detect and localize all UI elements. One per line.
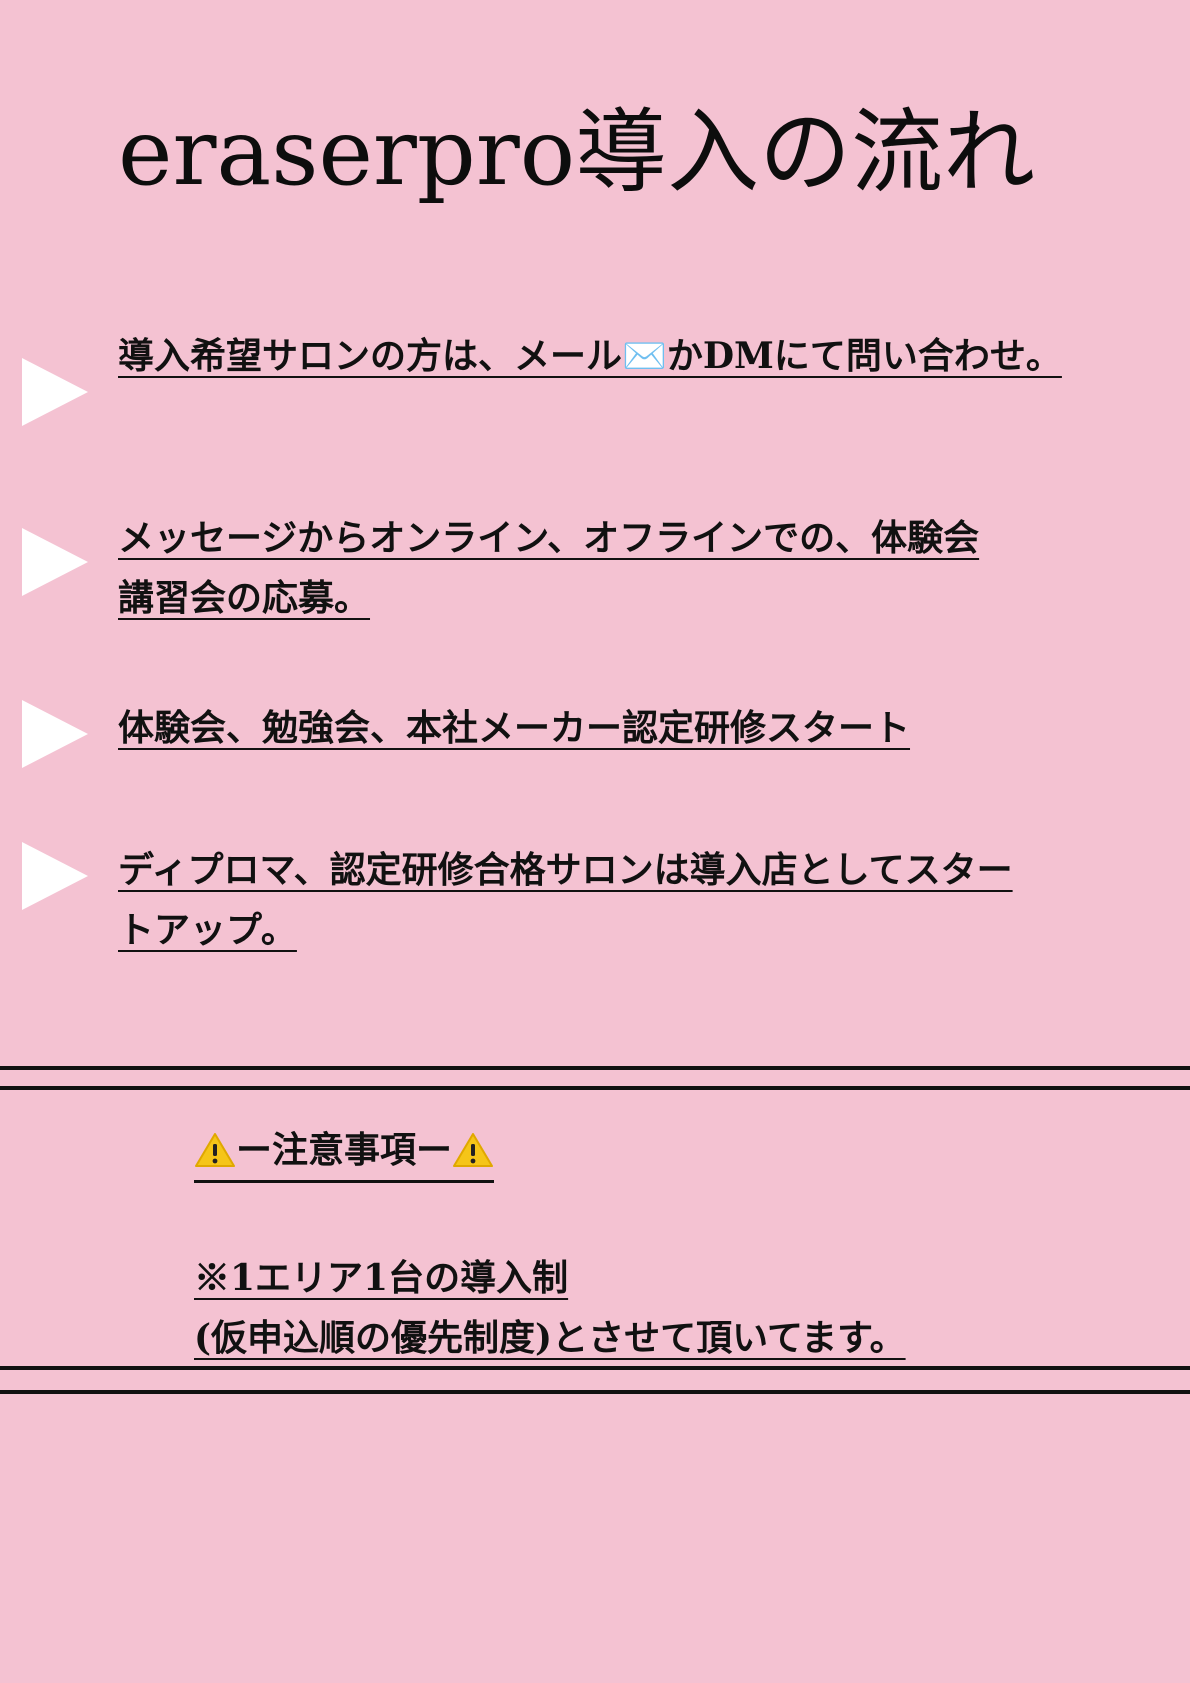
warning-icon xyxy=(452,1132,494,1168)
step-1-line-1: 導入希望サロンの方は、メール✉️かDMにて問い合わせ。 xyxy=(118,335,1062,377)
page-title: eraserpro導入の流れ xyxy=(118,99,1036,206)
step-2-line-2: 講習会の応募。 xyxy=(118,577,371,619)
step-2-line-1: メッセージからオンライン、オフラインでの、体験会 xyxy=(118,517,980,559)
notice-line-2: (仮申込順の優先制度)とさせて頂いてます。 xyxy=(194,1317,906,1359)
notice-heading: ー注意事項ー xyxy=(194,1122,495,1183)
divider-line xyxy=(0,1086,1190,1090)
play-triangle-icon xyxy=(22,528,88,596)
warning-icon xyxy=(194,1132,236,1168)
notice-heading-label: ー注意事項ー xyxy=(236,1129,453,1171)
divider-line xyxy=(0,1366,1190,1370)
play-triangle-icon xyxy=(22,842,88,910)
step-3-line-1: 体験会、勉強会、本社メーカー認定研修スタート xyxy=(118,707,911,749)
play-triangle-icon xyxy=(22,358,88,426)
divider-line xyxy=(0,1066,1190,1070)
play-triangle-icon xyxy=(22,700,88,768)
notice-line-1: ※1エリア1台の導入制 xyxy=(194,1257,569,1299)
divider-line xyxy=(0,1390,1190,1394)
step-4-line-2: トアップ。 xyxy=(118,909,297,951)
step-4-line-1: ディプロマ、認定研修合格サロンは導入店としてスター xyxy=(118,849,1013,891)
